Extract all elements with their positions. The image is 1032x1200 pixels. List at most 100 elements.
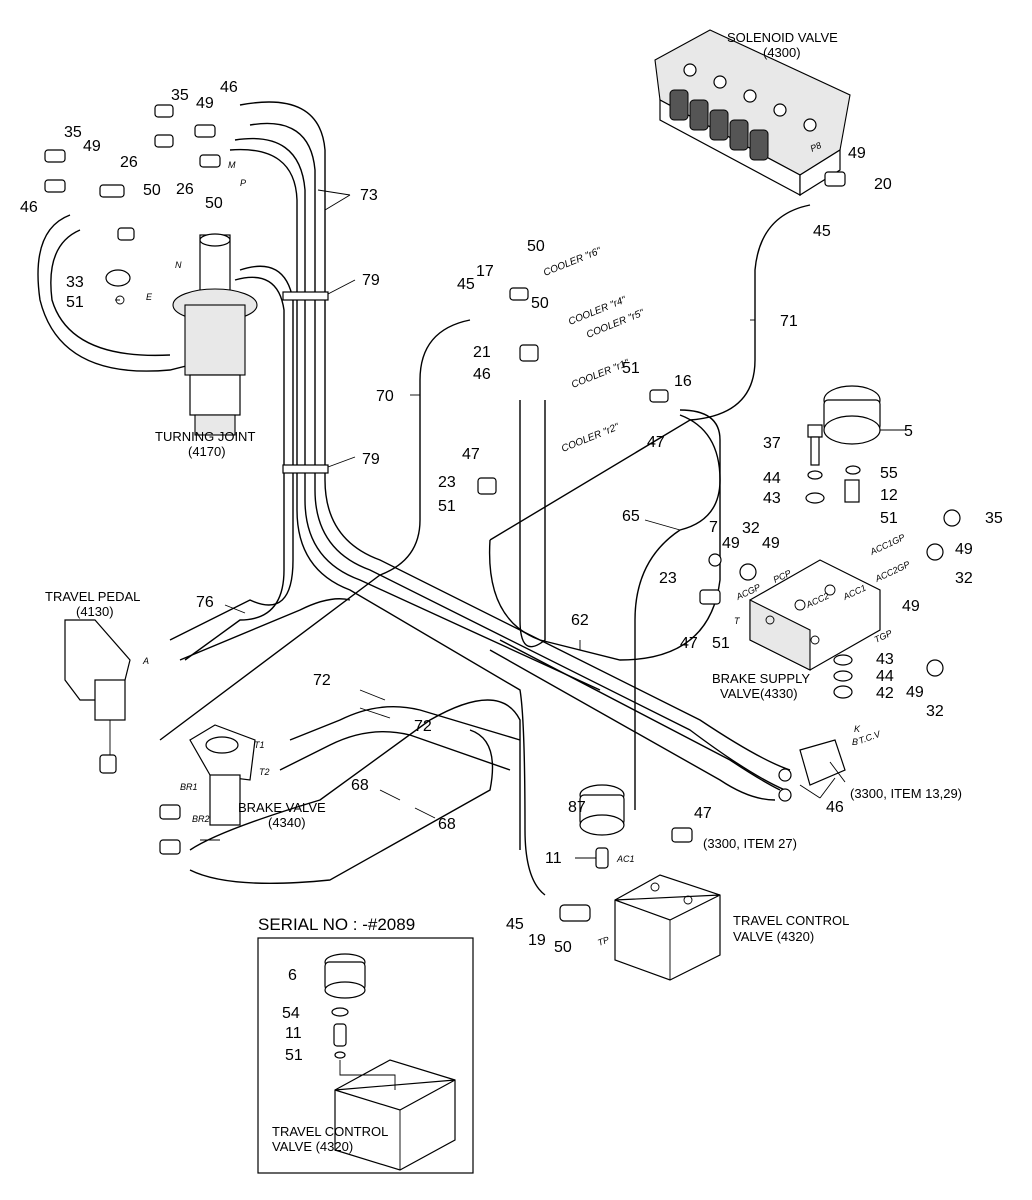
serial-number-label: SERIAL NO : -#2089 — [258, 915, 415, 934]
callout-12: 12 — [880, 487, 898, 504]
callout-46a: 46 — [220, 79, 238, 96]
cooler-r2-label: COOLER "r2" — [560, 422, 621, 455]
callout-73: 73 — [360, 187, 378, 204]
cooler-r6-label: COOLER "r6" — [542, 246, 603, 279]
port-e-label: E — [146, 292, 153, 302]
callout-5: 5 — [904, 423, 913, 440]
inset-tcv-label: TRAVEL CONTROL — [272, 1124, 388, 1139]
port-p-label: P — [240, 178, 246, 188]
br2-label: BR2 — [192, 814, 210, 824]
captions: SOLENOID VALVE (4300) TURNING JOINT (417… — [45, 30, 962, 1154]
callout-37: 37 — [763, 435, 781, 452]
callout-46c: 46 — [473, 366, 491, 383]
callout-50b: 50 — [205, 195, 223, 212]
brake-supply-valve-label: BRAKE SUPPLY — [712, 671, 810, 686]
acc2gp-label: ACC2GP — [873, 559, 912, 584]
callout-32a: 32 — [955, 570, 973, 587]
port-n-label: N — [175, 260, 182, 270]
p8-label: P8 — [809, 140, 823, 154]
travel-control-valve-code: VALVE (4320) — [733, 929, 814, 944]
callout-55: 55 — [880, 465, 898, 482]
callout-51d: 51 — [880, 510, 898, 527]
callout-44b: 44 — [876, 668, 894, 685]
callout-45c: 45 — [506, 916, 524, 933]
callout-6: 6 — [288, 967, 297, 984]
callout-35c: 35 — [985, 510, 1003, 527]
brake-supply-valve — [708, 385, 961, 699]
callout-47a: 47 — [647, 434, 665, 451]
brake-valve-label: BRAKE VALVE — [238, 800, 326, 815]
callout-43a: 43 — [763, 490, 781, 507]
callout-44a: 44 — [763, 470, 781, 487]
solenoid-valve-label: SOLENOID VALVE — [727, 30, 838, 45]
callout-46b: 46 — [20, 199, 38, 216]
solenoid-valve — [654, 29, 851, 197]
callout-49b: 49 — [83, 138, 101, 155]
callout-16: 16 — [674, 373, 692, 390]
callout-43b: 43 — [876, 651, 894, 668]
callout-50c: 50 — [527, 238, 545, 255]
brake-supply-valve-code: VALVE(4330) — [720, 686, 798, 701]
solenoid-valve-code: (4300) — [763, 45, 801, 60]
callout-49f: 49 — [722, 535, 740, 552]
inset-tcv-code: VALVE (4320) — [272, 1139, 353, 1154]
callout-50a: 50 — [143, 182, 161, 199]
callout-23b: 23 — [659, 570, 677, 587]
travel-pedal-label: TRAVEL PEDAL — [45, 589, 140, 604]
callout-32b: 32 — [742, 520, 760, 537]
travel-pedal — [64, 619, 131, 774]
callout-72a: 72 — [313, 672, 331, 689]
callout-20: 20 — [874, 176, 892, 193]
port-m-label: M — [228, 160, 236, 170]
callout-19: 19 — [528, 932, 546, 949]
serial-inset — [257, 937, 474, 1174]
callout-49d: 49 — [955, 541, 973, 558]
turning-joint-code: (4170) — [188, 444, 226, 459]
travel-control-valve — [559, 784, 721, 981]
callout-68b: 68 — [438, 816, 456, 833]
travel-pedal-code: (4130) — [76, 604, 114, 619]
callout-47d: 47 — [694, 805, 712, 822]
tcv-block — [778, 739, 846, 802]
callout-26b: 26 — [176, 181, 194, 198]
hose-straps — [282, 291, 329, 474]
callout-50e: 50 — [554, 939, 572, 956]
br1-label: BR1 — [180, 782, 198, 792]
callout-47c: 47 — [680, 635, 698, 652]
port-t-label: T — [734, 616, 741, 626]
callout-45b: 45 — [813, 223, 831, 240]
callout-49f2: 49 — [762, 535, 780, 552]
item-27-label: (3300, ITEM 27) — [703, 836, 797, 851]
callout-62: 62 — [571, 612, 589, 629]
callout-23a: 23 — [438, 474, 456, 491]
callout-32c: 32 — [926, 703, 944, 720]
callout-49e: 49 — [902, 598, 920, 615]
t2-label: T2 — [259, 767, 270, 777]
brake-valve — [159, 724, 256, 855]
callout-35a: 35 — [171, 87, 189, 104]
callout-49c: 49 — [848, 145, 866, 162]
callout-79b: 79 — [362, 451, 380, 468]
port-labels: COOLER "r6" COOLER "r4" COOLER "r5" COOL… — [142, 140, 911, 948]
ac1-label: AC1 — [616, 854, 635, 864]
t1-label: T1 — [254, 740, 265, 750]
callout-70: 70 — [376, 388, 394, 405]
callout-54: 54 — [282, 1005, 300, 1022]
tcv-port-label: T.C.V — [857, 729, 882, 746]
callout-65: 65 — [622, 508, 640, 525]
fittings — [44, 104, 846, 605]
callout-47b: 47 — [462, 446, 480, 463]
item-13-29-label: (3300, ITEM 13,29) — [850, 786, 962, 801]
turning-joint-label: TURNING JOINT — [155, 429, 255, 444]
callout-42: 42 — [876, 685, 894, 702]
callout-72b: 72 — [414, 718, 432, 735]
callout-68a: 68 — [351, 777, 369, 794]
port-k-label: K — [854, 724, 861, 734]
callout-87: 87 — [568, 799, 586, 816]
callout-46d: 46 — [826, 799, 844, 816]
callout-33: 33 — [66, 274, 84, 291]
callout-51c: 51 — [438, 498, 456, 515]
callout-11b: 11 — [285, 1025, 302, 1042]
callout-17: 17 — [476, 263, 494, 280]
callout-79a: 79 — [362, 272, 380, 289]
